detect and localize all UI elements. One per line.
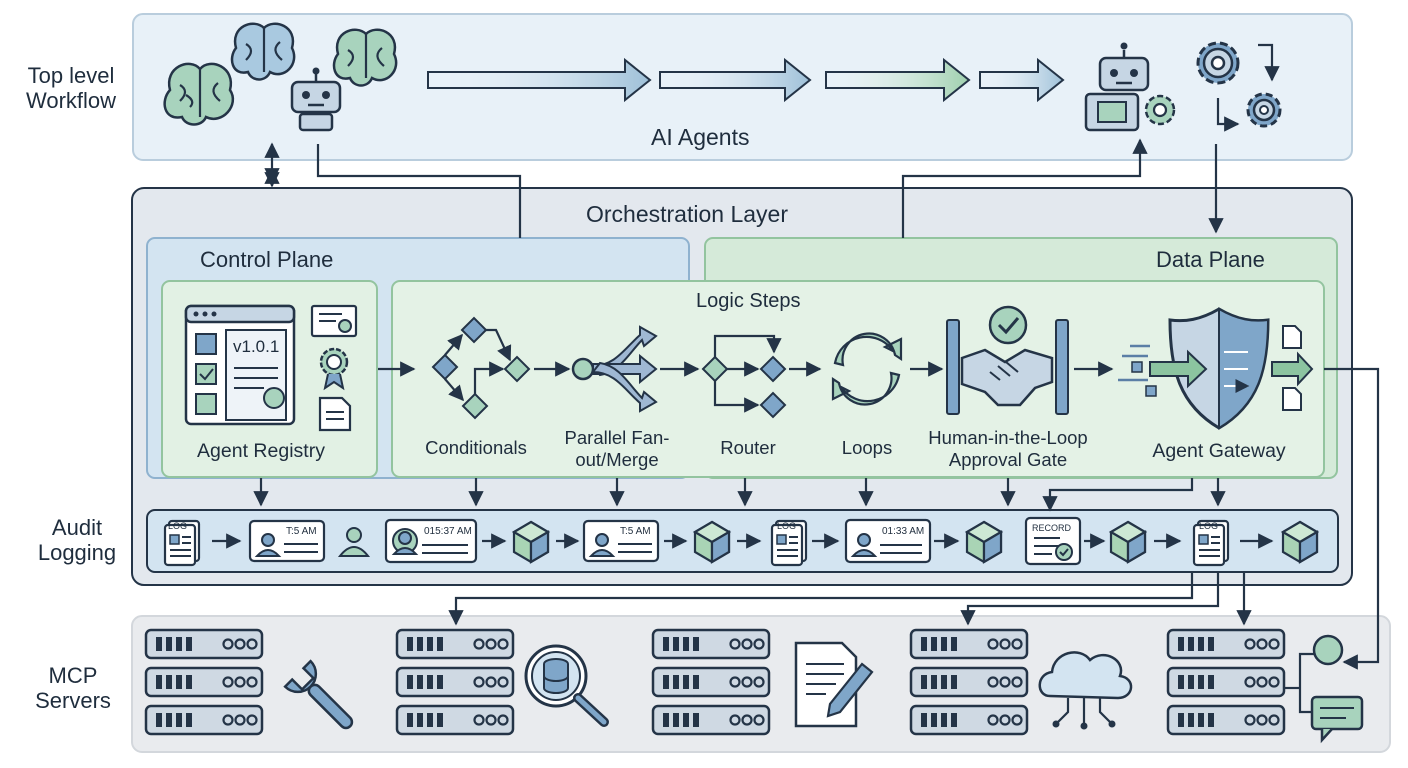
router-icon — [701, 334, 787, 419]
logic-steps-panel — [391, 280, 1325, 478]
gear-icon — [1196, 41, 1240, 85]
server-icon — [911, 630, 1027, 734]
server-icon — [146, 630, 262, 734]
router-label: Router — [720, 437, 776, 458]
audit-card-label: T:5 AM — [286, 526, 317, 537]
conditionals-label: Conditionals — [425, 437, 527, 458]
loops-label: Loops — [841, 437, 893, 458]
data-plane-title: Data Plane — [1156, 247, 1265, 272]
chat-icon — [1284, 634, 1364, 744]
agent-gateway-label: Agent Gateway — [1152, 440, 1286, 462]
parallel-fanout-label: Parallel Fan-out/Merge — [564, 427, 670, 470]
connector-lines — [264, 138, 1380, 670]
brain-icon — [332, 28, 398, 87]
row-label-mcp-servers: MCP Servers — [35, 663, 111, 713]
id-card-icon — [248, 519, 326, 563]
audit-card-label: RECORD — [1032, 523, 1072, 533]
hitl-label: Human-in-the-Loop Approval Gate — [928, 427, 1088, 470]
brain-icon — [163, 62, 234, 126]
magnifier-database-icon — [524, 644, 609, 727]
loops-icon — [831, 332, 903, 406]
flow-arrows — [427, 57, 1065, 103]
cube-icon — [512, 520, 550, 564]
ai-agents-label: AI Agents — [651, 124, 750, 150]
badge-icon — [319, 347, 349, 391]
server-icon — [653, 630, 769, 734]
registry-window-icon — [184, 304, 296, 426]
handshake-icon — [946, 305, 1069, 415]
audit-card-label: 01:33 AM — [882, 526, 924, 537]
orchestration-layer-title: Orchestration Layer — [586, 201, 788, 227]
brain-icon — [230, 22, 296, 81]
document-pen-icon — [794, 641, 874, 728]
server-icon — [1168, 630, 1284, 734]
audit-card-label: 015:37 AM — [424, 526, 472, 537]
row-label-top-workflow: Top level Workflow — [25, 63, 117, 113]
wrench-icon — [283, 659, 354, 730]
registry-version: v1.0.1 — [233, 337, 279, 356]
document-icon — [318, 396, 352, 432]
audit-card-label: T:5 AM — [620, 526, 651, 537]
id-card-icon — [384, 518, 478, 564]
audit-down-arrows — [253, 478, 1226, 512]
parallel-fanout-icon — [571, 325, 658, 413]
record-icon — [1024, 516, 1082, 566]
cloud-icon — [1038, 651, 1133, 730]
server-icon — [397, 630, 513, 734]
agent-registry-label: Agent Registry — [197, 440, 325, 462]
robot-icon — [290, 67, 342, 132]
cube-icon — [965, 520, 1003, 564]
audit-card-label: LOG — [168, 521, 187, 531]
id-card-icon — [844, 518, 932, 564]
gear-icon — [1246, 92, 1282, 128]
control-plane-title: Control Plane — [200, 247, 334, 272]
person-icon — [337, 527, 371, 557]
cube-icon — [693, 520, 731, 564]
cube-icon — [1281, 520, 1319, 564]
robot-gear-icon — [1084, 42, 1176, 132]
shield-icon — [1118, 307, 1314, 430]
conditionals-icon — [431, 316, 531, 420]
audit-items: LOG T:5 AM 015:37 AM T:5 AM — [163, 516, 1319, 567]
row-label-audit-logging: Audit Logging — [37, 515, 117, 565]
audit-card-label: LOG — [777, 521, 796, 531]
cube-icon — [1109, 520, 1147, 564]
id-card-icon — [582, 519, 660, 563]
certificate-icon — [310, 304, 358, 338]
logic-steps-title: Logic Steps — [696, 290, 801, 312]
audit-card-label: LOG — [1199, 521, 1218, 531]
